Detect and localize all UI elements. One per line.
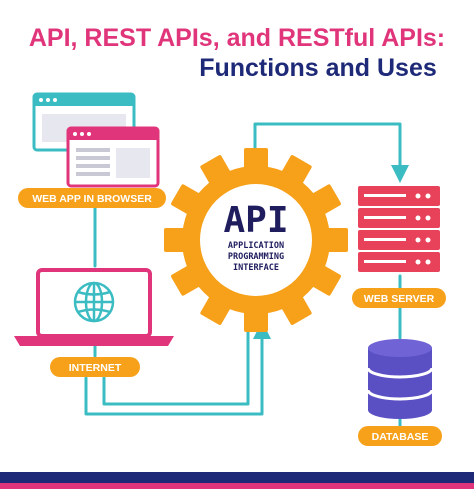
api-line-3: INTERFACE — [233, 263, 279, 273]
connector-internet-gear-outer — [84, 321, 271, 416]
server-unit-1 — [358, 186, 440, 206]
server-unit-3 — [358, 230, 440, 250]
svg-text:INTERNET: INTERNET — [69, 362, 122, 374]
server-unit-4 — [358, 252, 440, 272]
laptop-icon — [14, 268, 174, 346]
title-line-1: API, REST APIs, and RESTful APIs: — [29, 24, 445, 52]
server-rack-icon — [358, 186, 440, 272]
globe-icon — [73, 281, 115, 323]
web-app-label: WEB APP IN BROWSER — [18, 188, 166, 208]
api-line-2: PROGRAMMING — [228, 252, 284, 262]
browser-window-icon — [32, 92, 160, 188]
connectors — [84, 122, 409, 428]
connector-gear-server — [253, 122, 409, 183]
api-line-1: APPLICATION — [228, 241, 284, 251]
title-line-2: Functions and Uses — [199, 54, 437, 82]
bottom-stripes — [0, 472, 474, 499]
web-server-label: WEB SERVER — [352, 288, 446, 308]
api-big-label: API — [223, 200, 288, 241]
svg-text:WEB APP IN BROWSER: WEB APP IN BROWSER — [32, 193, 152, 205]
browser-window-front — [66, 126, 160, 188]
internet-label: INTERNET — [50, 357, 140, 377]
svg-text:DATABASE: DATABASE — [372, 431, 429, 443]
database-label: DATABASE — [358, 426, 442, 446]
database-icon — [366, 339, 434, 419]
gear-icon — [164, 148, 348, 332]
connector-internet-gear-inner — [102, 328, 250, 406]
svg-text:WEB SERVER: WEB SERVER — [364, 293, 435, 305]
server-unit-2 — [358, 208, 440, 228]
